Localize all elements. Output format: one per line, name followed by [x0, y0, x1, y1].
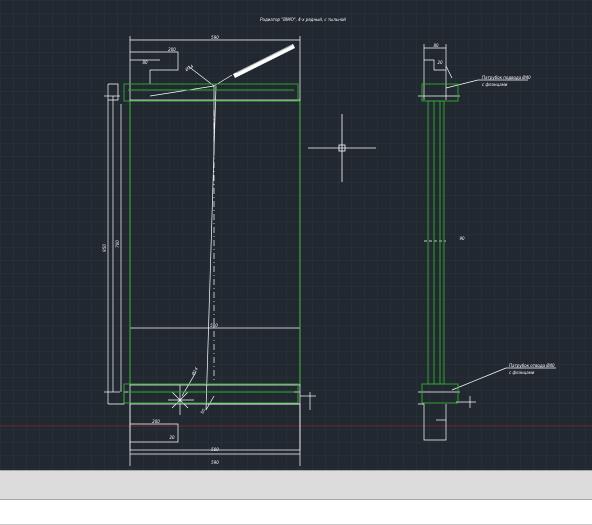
callout-bottom-line1: Патрубок отвода Ø40 [509, 363, 555, 368]
dim-bottom-2: 590 [211, 460, 219, 465]
dim-side-small: 20 [437, 60, 443, 65]
dim-angle-dia-top: Ø14 [184, 63, 195, 72]
dim-bottom-tick: 50 [199, 407, 206, 414]
callout-bottom-line2: с фланцами [509, 370, 535, 375]
drawing-svg: Радиатор "BIMO", 4-х рядный, с тыльной [0, 0, 592, 470]
front-view-green [123, 83, 301, 404]
side-view-green [421, 83, 459, 404]
dim-angle-dia-bottom: Ø14 [190, 366, 199, 377]
command-line[interactable] [0, 470, 592, 500]
dim-height-left: 950 [102, 244, 107, 252]
dim-core-width: 500 [210, 323, 218, 328]
dim-bracket-small-top: 80 [142, 60, 148, 65]
dim-overall-width-top: 590 [211, 35, 219, 40]
dim-side-top: 80 [433, 43, 439, 48]
callout-top-line2: с фланцами [482, 82, 508, 87]
dim-height-inner: 700 [115, 240, 120, 248]
crosshair-cursor [308, 114, 376, 182]
status-bar [0, 500, 592, 525]
status-bar-text [0, 500, 592, 512]
drawing-canvas[interactable]: Радиатор "BIMO", 4-х рядный, с тыльной [0, 0, 592, 470]
dim-bracket-width-top: 200 [168, 47, 176, 52]
dim-side-mid: 90 [459, 236, 465, 241]
drawing-title: Радиатор "BIMO", 4-х рядный, с тыльной [260, 17, 346, 22]
dim-bracket-small-bottom: 20 [169, 435, 175, 440]
callout-top-line1: Патрубок подвода Ø40 [482, 75, 531, 80]
dim-bottom-1: 500 [211, 447, 219, 452]
command-line-text [0, 471, 592, 487]
inlet-pipe-symbol [232, 43, 296, 79]
grid [0, 0, 592, 470]
dim-bracket-width-bottom: 200 [152, 419, 160, 424]
side-view [418, 44, 556, 441]
